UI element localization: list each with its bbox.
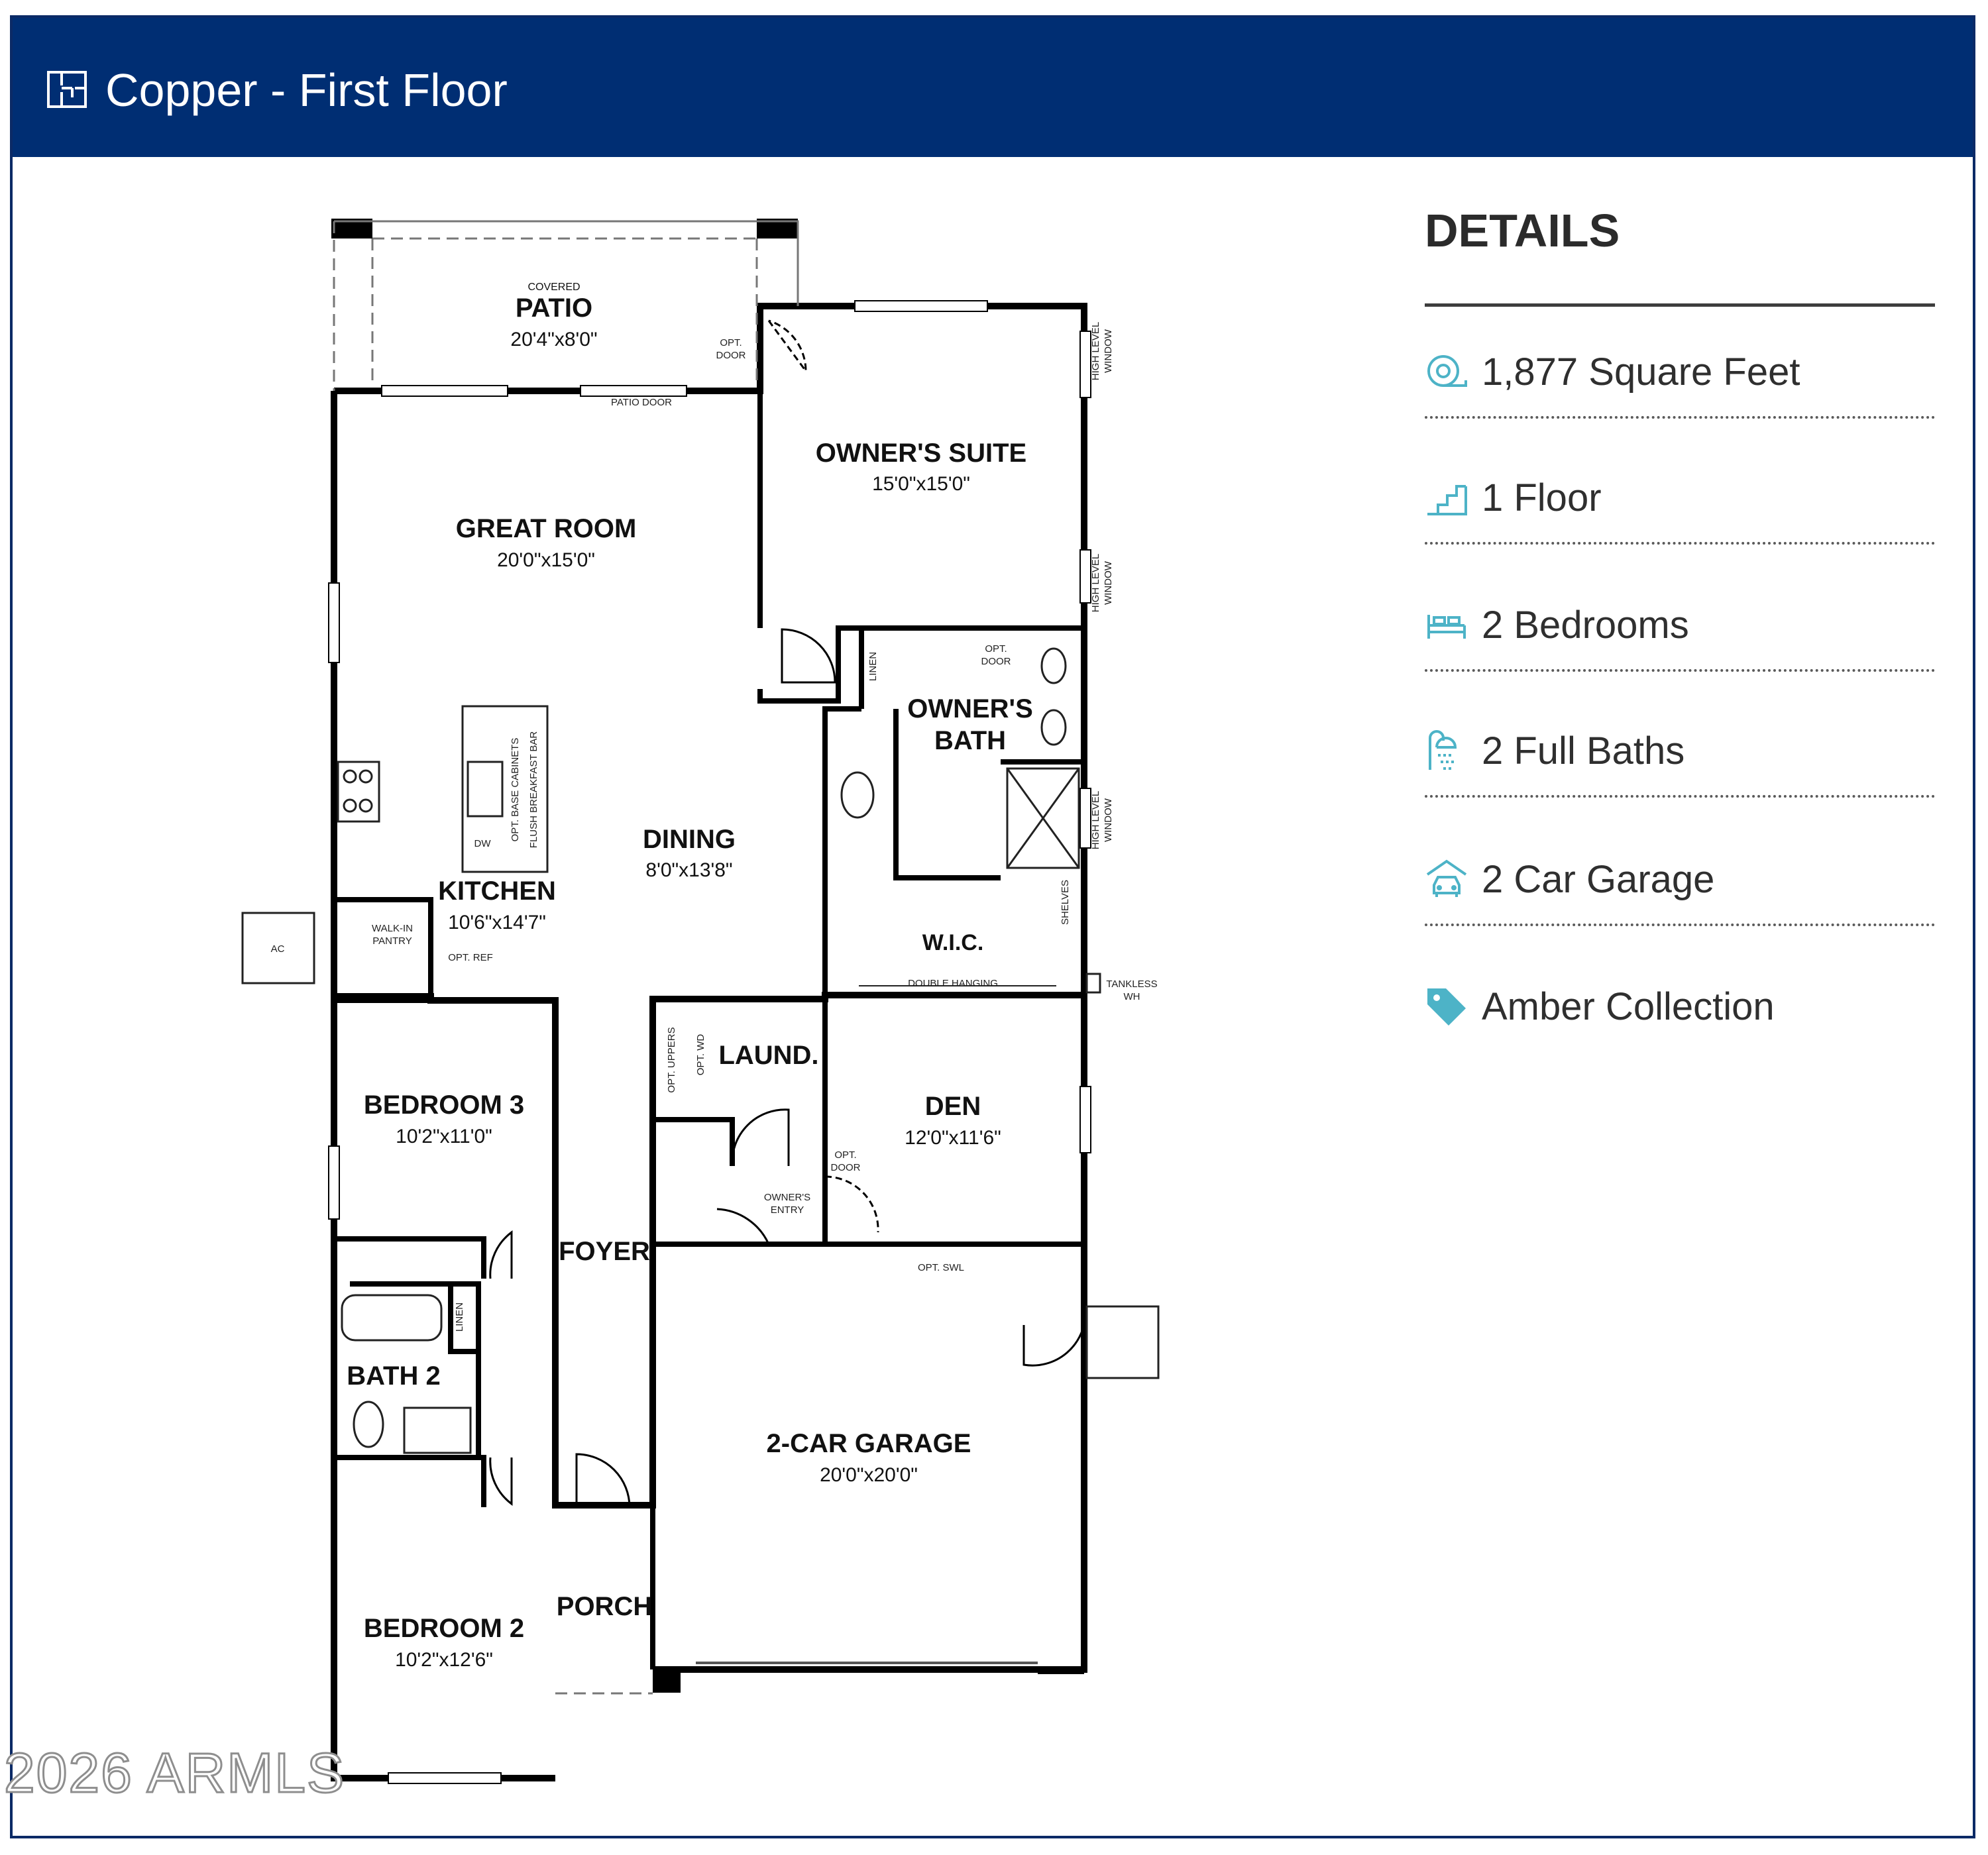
note-high-window-1b: WINDOW [1103,329,1114,373]
note-opt-door-patio-1: OPT. [720,337,742,348]
dims-garage: 20'0"x20'0" [820,1464,918,1486]
room-laundry: LAUND. [718,1041,818,1070]
dims-owners-suite: 15'0"x15'0" [872,473,970,495]
note-flush-breakfast-bar: FLUSH BREAKFAST BAR [528,731,539,849]
note-opt-door-bath-2: DOOR [981,656,1011,667]
note-opt-door-patio-2: DOOR [716,350,746,361]
detail-collection-label: Amber Collection [1482,985,1775,1028]
dims-kitchen: 10'6"x14'7" [448,912,546,933]
detail-garage: 2 Car Garage [1425,844,1935,930]
note-owners-entry-2: ENTRY [771,1204,804,1216]
room-bath-2: BATH 2 [347,1361,440,1391]
detail-baths: 2 Full Baths [1425,716,1935,802]
detail-bedrooms-label: 2 Bedrooms [1482,604,1689,647]
dims-bedroom-3: 10'2"x11'0" [396,1126,492,1147]
detail-separator [1425,416,1935,419]
note-high-window-2a: HIGH LEVEL [1090,554,1101,612]
shower-icon [1429,730,1457,770]
room-labels: COVERED PATIO 20'4"x8'0" OWNER'S SUITE 1… [347,282,1033,1671]
interior-walls [334,391,1084,1670]
floor-plan-icon [47,71,87,108]
note-opt-door-den-1: OPT. [834,1149,856,1161]
patio-prefix: COVERED [527,282,580,293]
watermark: 2026 ARMLS [3,1741,345,1805]
note-opt-wd: OPT. WD [695,1034,706,1076]
room-dining: DINING [643,825,736,854]
fixtures [241,647,1160,1454]
room-bedroom-3: BEDROOM 3 [364,1090,524,1120]
room-kitchen: KITCHEN [438,876,556,906]
note-dw: DW [474,838,492,849]
room-wic: W.I.C. [922,930,984,955]
room-den: DEN [925,1092,981,1121]
plan-notes: PATIO DOOR OPT. DOOR HIGH LEVEL WINDOW H… [271,322,1158,1332]
detail-square-feet-label: 1,877 Square Feet [1482,350,1800,394]
note-owners-entry-1: OWNER'S [764,1192,810,1203]
note-pantry-1: WALK-IN [372,923,413,934]
note-pantry-2: PANTRY [372,935,412,947]
dims-den: 12'0"x11'6" [905,1127,1001,1149]
tag-icon [1427,988,1466,1026]
details-heading: DETAILS [1425,205,1620,256]
details-divider [1425,303,1935,307]
detail-floors: 1 Floor [1425,462,1935,549]
detail-square-feet: 1,877 Square Feet [1425,337,1935,423]
windows [328,300,1091,1784]
note-tankless-1: TANKLESS [1106,979,1157,990]
car-garage-icon [1426,859,1467,897]
room-great-room: GREAT ROOM [456,514,637,543]
note-high-window-2b: WINDOW [1103,560,1114,605]
detail-separator [1425,924,1935,926]
patio-outline [333,220,1038,1695]
detail-separator [1425,669,1935,672]
room-foyer: FOYER [559,1237,650,1266]
note-opt-door-den-2: DOOR [831,1162,861,1173]
room-owners-bath-line1: OWNER'S [907,694,1033,723]
note-patio-door: PATIO DOOR [611,397,672,408]
note-linen-bath2: LINEN [454,1302,465,1332]
note-opt-door-bath-1: OPT. [985,643,1007,655]
room-patio: PATIO [516,293,592,323]
page-frame: Copper - First Floor [10,15,1975,1838]
room-owners-bath-line2: BATH [934,726,1006,755]
dims-dining: 8'0"x13'8" [645,859,732,881]
note-ac: AC [271,943,285,955]
details-panel: DETAILS 1,877 Square Feet 1 Floor 2 Bedr… [1425,192,1935,1120]
room-bedroom-2: BEDROOM 2 [364,1614,524,1643]
doors [489,319,1087,1508]
note-high-window-1a: HIGH LEVEL [1090,322,1101,380]
note-opt-base-cabinets: OPT. BASE CABINETS [510,738,521,842]
measuring-tape-icon [1427,355,1467,387]
detail-collection: Amber Collection [1425,971,1935,1057]
page-title: Copper - First Floor [105,64,508,116]
exterior-walls [331,303,1087,1781]
room-owners-suite: OWNER'S SUITE [816,439,1026,468]
note-opt-swl: OPT. SWL [918,1262,964,1273]
room-garage: 2-CAR GARAGE [767,1429,971,1458]
note-opt-ref: OPT. REF [448,952,493,963]
room-porch: PORCH [557,1592,652,1621]
note-shelves: SHELVES [1060,880,1071,925]
detail-separator [1425,795,1935,798]
note-high-window-3a: HIGH LEVEL [1090,791,1101,849]
note-tankless-2: WH [1124,991,1140,1002]
note-high-window-3b: WINDOW [1103,798,1114,842]
detail-separator [1425,542,1935,545]
dims-great-room: 20'0"x15'0" [497,549,595,571]
stairs-icon [1427,485,1467,515]
detail-garage-label: 2 Car Garage [1482,858,1715,901]
note-opt-uppers: OPT. UPPERS [666,1027,677,1092]
note-double-hanging: DOUBLE HANGING [908,978,998,989]
dims-patio: 20'4"x8'0" [510,329,597,350]
bed-icon [1427,615,1466,639]
detail-bedrooms: 2 Bedrooms [1425,590,1935,676]
detail-baths-label: 2 Full Baths [1482,729,1685,772]
note-linen-owner: LINEN [867,652,879,681]
dims-bedroom-2: 10'2"x12'6" [395,1649,493,1671]
detail-floors-label: 1 Floor [1482,476,1602,519]
header-bar: Copper - First Floor [13,18,1973,157]
